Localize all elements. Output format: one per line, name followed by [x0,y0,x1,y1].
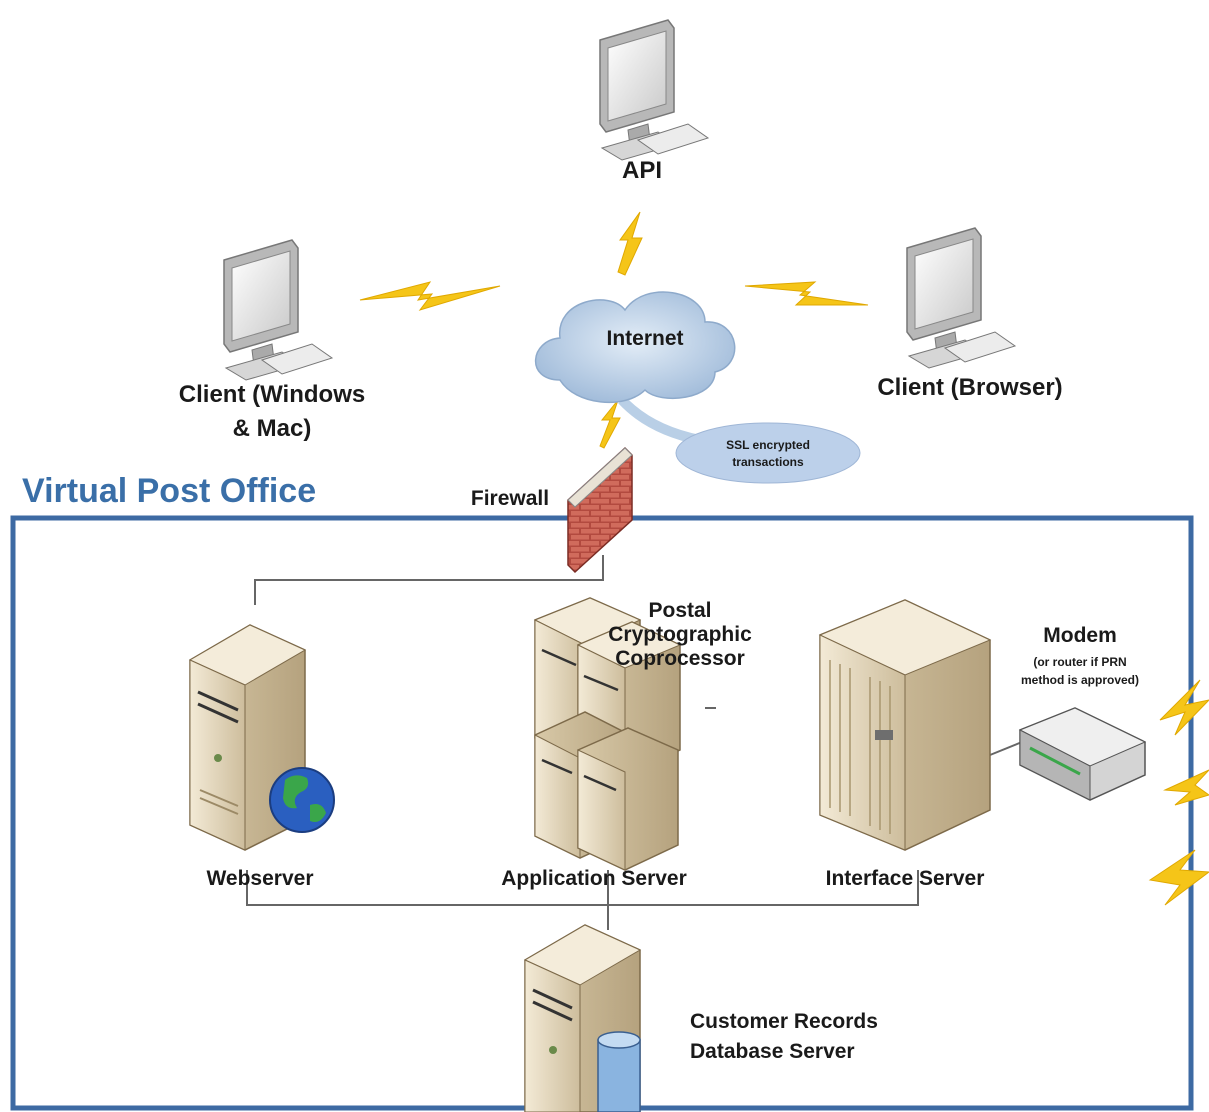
modem-icon [1018,707,1147,801]
lightning-client-right-icon [744,281,869,306]
client-browser-computer-icon [906,227,1017,369]
interface-server-label: Interface Server [826,867,985,890]
database-cylinder-icon [597,1031,641,1112]
database-server-label-line1: Customer Records [690,1010,878,1033]
ssl-note-line1: SSL encrypted [726,438,810,452]
lightning-modem-3-icon [1148,849,1209,906]
lightning-client-left-icon [359,281,501,311]
webserver-label: Webserver [206,867,313,890]
lightning-modem-2-icon [1163,769,1209,806]
lightning-firewall-icon [599,399,621,449]
firewall-icon [567,446,633,574]
ssl-connector [618,396,701,445]
interface-server-rack-icon [818,599,992,851]
lan-connections [246,555,1023,930]
client-windows-label-line2: & Mac) [233,415,312,442]
ssl-note-line2: transactions [732,455,804,469]
globe-icon [269,767,335,833]
coprocessor-label-line1: Postal [648,599,711,622]
internet-cloud-icon: Internet [534,291,736,403]
modem-label: Modem [1043,624,1117,647]
firewall-label: Firewall [471,487,549,510]
client-windows-label-line1: Client (Windows [179,381,365,408]
lightning-bolts [359,211,1209,906]
database-server-label-line2: Database Server [690,1040,855,1063]
modem-note-line1: (or router if PRN [1033,655,1126,669]
zone-title: Virtual Post Office [22,472,316,510]
client-browser-label: Client (Browser) [877,374,1062,401]
coprocessor-label-line3: Coprocessor [615,647,745,670]
application-server-cluster-icon [533,597,716,871]
lightning-modem-1-icon [1159,679,1209,736]
api-computer-icon [599,19,710,161]
lightning-api-icon [617,211,643,276]
internet-label: Internet [606,327,683,350]
coprocessor-label-line2: Cryptographic [608,623,752,646]
client-windows-computer-icon [223,239,334,381]
api-label: API [622,157,662,184]
ssl-bubble [675,422,861,484]
application-server-label: Application Server [501,867,687,890]
modem-note-line2: method is approved) [1021,673,1139,687]
